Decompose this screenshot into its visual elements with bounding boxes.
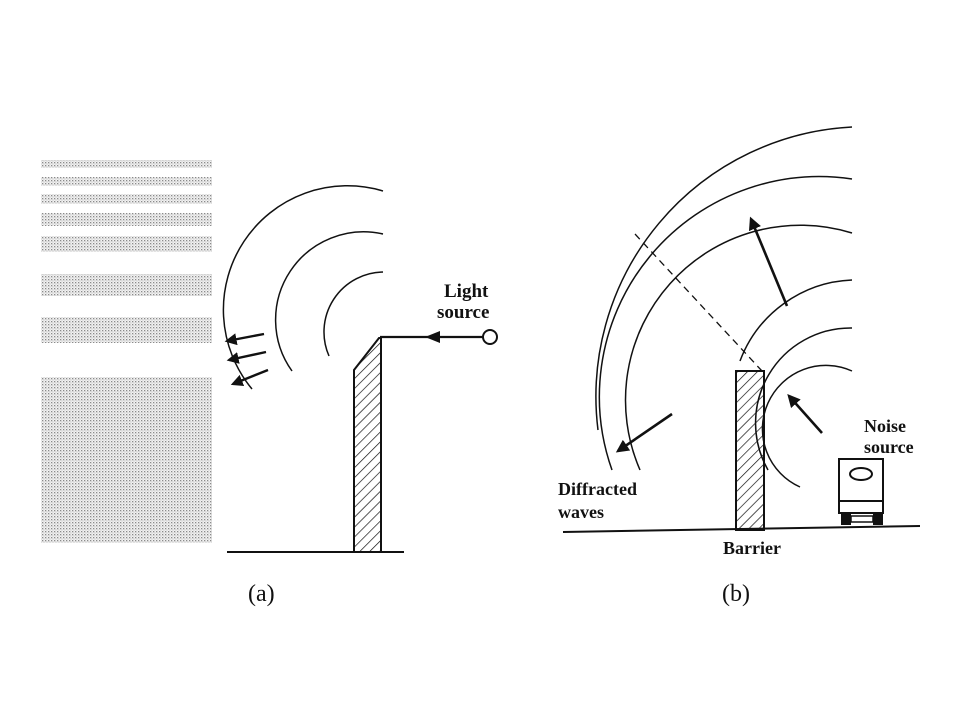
barrier-a <box>353 337 382 553</box>
wavefronts-b <box>595 126 853 488</box>
diffracted-waves-label: waves <box>558 502 604 522</box>
diffraction-arrows-a <box>224 332 269 387</box>
barrier-label: Barrier <box>723 538 781 558</box>
barrier-b <box>735 370 765 531</box>
diffracted-waves-label: Diffracted <box>558 479 637 499</box>
ray-arrow-icon <box>425 331 440 343</box>
noise-source-label: Noise <box>864 416 906 436</box>
light-source-label: Light <box>444 281 489 302</box>
panel-b: Noise source Diffracted waves Barrier (b… <box>558 126 921 607</box>
light-source-label: source <box>437 302 489 323</box>
fringe-pattern <box>41 160 212 543</box>
caption-b: (b) <box>722 581 750 607</box>
noise-source-truck-icon <box>838 458 884 525</box>
propagation-arrows-b <box>615 216 823 453</box>
noise-source-label: source <box>864 437 914 457</box>
diffraction-boundary <box>634 233 763 372</box>
panel-a: Light source (a) <box>41 160 498 607</box>
caption-a: (a) <box>248 581 275 607</box>
light-source-icon <box>482 329 498 345</box>
wavefronts-a <box>222 185 384 390</box>
